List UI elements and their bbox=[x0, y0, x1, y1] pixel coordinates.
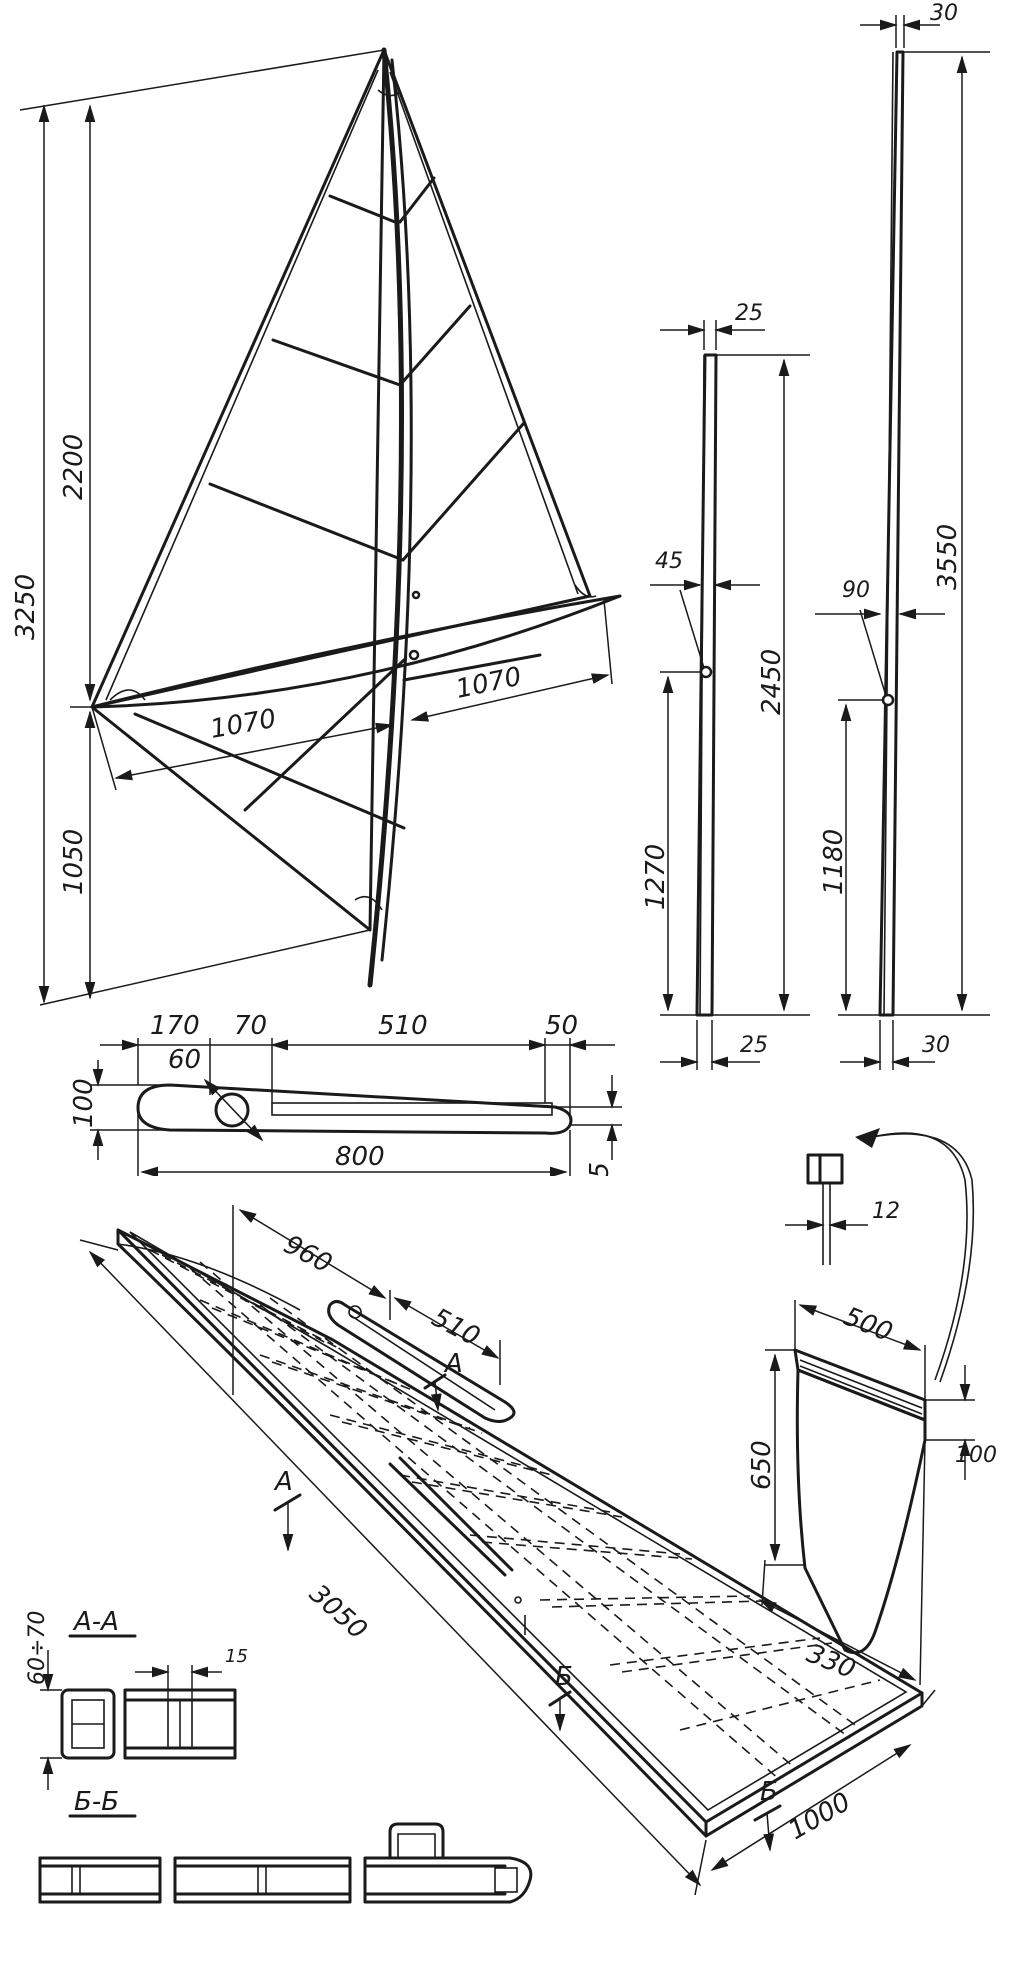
section-aa-title: А-А bbox=[72, 1607, 119, 1637]
dim-fin-650: 650 bbox=[747, 1440, 777, 1490]
dim-big-mast-bottom: 30 bbox=[922, 1033, 950, 1058]
sail-dimensions: 3250 2200 1050 1070 1070 bbox=[11, 49, 613, 1006]
dim-tiller-170: 170 bbox=[150, 1011, 200, 1041]
mark-a-left: А bbox=[273, 1467, 293, 1497]
dim-tiller-70: 70 bbox=[234, 1011, 267, 1041]
dim-mast-total: 3250 bbox=[11, 574, 41, 640]
dim-big-mast-mid: 90 bbox=[842, 578, 870, 603]
dim-tiller-100: 100 bbox=[69, 1078, 99, 1128]
dim-mast-lower: 1050 bbox=[59, 829, 89, 895]
dim-big-mast-top: 30 bbox=[930, 1, 958, 26]
section-aa: А-А 60÷70 15 bbox=[25, 1607, 248, 1790]
small-mast-profile: 25 45 2450 1270 25 bbox=[641, 301, 810, 1070]
dim-small-mast-lower: 1270 bbox=[641, 844, 671, 910]
dim-tiller-800: 800 bbox=[335, 1142, 385, 1172]
dim-small-mast-mid: 45 bbox=[655, 549, 683, 574]
mark-b-left: Б bbox=[555, 1662, 573, 1692]
dim-tiller-50: 50 bbox=[545, 1011, 578, 1041]
dim-tiller-60: 60 bbox=[168, 1045, 201, 1075]
dim-section-15: 15 bbox=[225, 1646, 248, 1667]
dim-mast-upper: 2200 bbox=[59, 434, 89, 500]
dim-fin-12: 12 bbox=[872, 1199, 900, 1224]
sail-rig bbox=[90, 47, 622, 988]
dim-fin-100: 100 bbox=[955, 1443, 997, 1468]
dim-section-depth: 60÷70 bbox=[25, 1611, 50, 1685]
daggerboard-plan: 170 70 510 50 60 100 800 25 bbox=[69, 1011, 622, 1195]
dim-small-mast-bottom: 25 bbox=[740, 1033, 768, 1058]
mark-b-right: Б bbox=[760, 1777, 778, 1807]
section-bb-title: Б-Б bbox=[74, 1787, 119, 1817]
dim-small-mast-height: 2450 bbox=[757, 649, 787, 715]
section-bb: Б-Б bbox=[38, 1787, 533, 1904]
dim-small-mast-top: 25 bbox=[735, 301, 763, 326]
big-mast-profile: 30 90 3550 1180 30 bbox=[815, 1, 990, 1070]
dim-big-mast-height: 3550 bbox=[933, 524, 963, 590]
dim-tiller-510: 510 bbox=[378, 1011, 428, 1041]
dim-big-mast-lower: 1180 bbox=[819, 829, 849, 895]
